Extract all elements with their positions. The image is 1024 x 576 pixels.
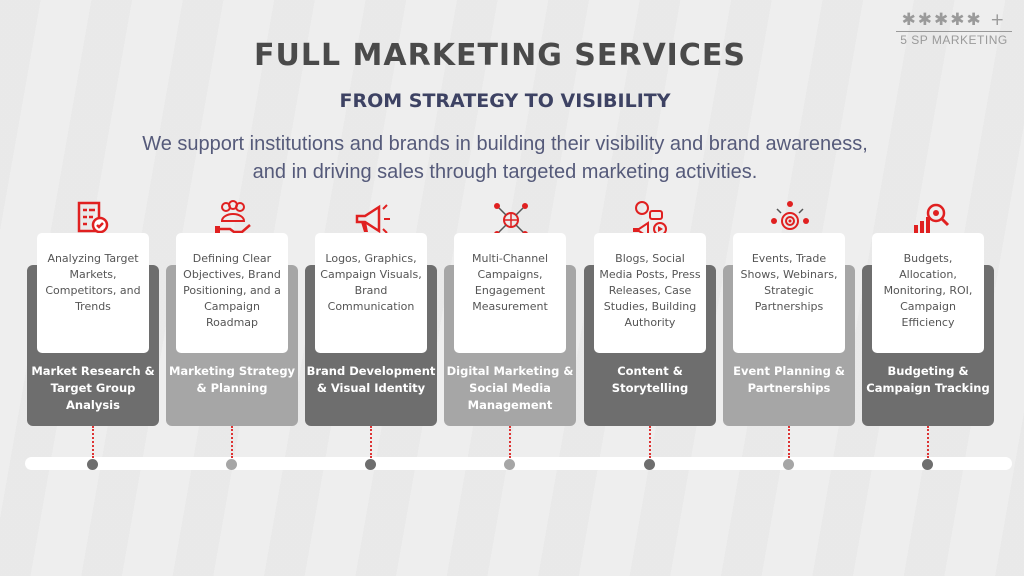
logo-stars: ✱✱✱✱✱ + [896,10,1012,32]
timeline-node [226,459,237,470]
service-label: Budgeting & Campaign Tracking [866,364,990,395]
service-label: Digital Marketing & Social Media Managem… [446,364,574,412]
service-label: Content & Storytelling [611,364,689,395]
service-description: Defining Clear Objectives, Brand Positio… [176,233,288,353]
connector-line [927,426,929,458]
logo: ✱✱✱✱✱ + 5 SP MARKETING [896,10,1012,47]
service-description: Analyzing Target Markets, Competitors, a… [37,233,149,353]
service-description: Multi-Channel Campaigns, Engagement Meas… [454,233,566,353]
service-column: Multi-Channel Campaigns, Engagement Meas… [444,195,576,475]
service-label: Market Research & Target Group Analysis [31,364,155,412]
description: We support institutions and brands in bu… [0,130,1010,186]
service-column: Defining Clear Objectives, Brand Positio… [166,195,298,475]
service-description: Blogs, Social Media Posts, Press Release… [594,233,706,353]
service-column: Blogs, Social Media Posts, Press Release… [584,195,716,475]
service-column: Analyzing Target Markets, Competitors, a… [27,195,159,475]
page-subtitle: FROM STRATEGY TO VISIBILITY [339,90,671,112]
connector-line [788,426,790,458]
connector-line [370,426,372,458]
timeline-node [365,459,376,470]
timeline-node [922,459,933,470]
service-description: Budgets, Allocation, Monitoring, ROI, Ca… [872,233,984,353]
service-label: Brand Development & Visual Identity [306,364,436,395]
timeline-node [783,459,794,470]
timeline-bar [25,457,1012,470]
connector-line [649,426,651,458]
timeline-node [87,459,98,470]
connector-line [231,426,233,458]
service-column: Logos, Graphics, Campaign Visuals, Brand… [305,195,437,475]
service-label: Event Planning & Partnerships [733,364,845,395]
connector-line [509,426,511,458]
logo-name: 5 SP MARKETING [900,33,1008,47]
timeline-node [504,459,515,470]
hand-group-icon [215,200,251,237]
page-title: FULL MARKETING SERVICES [254,38,746,73]
connector-line [92,426,94,458]
service-description: Events, Trade Shows, Webinars, Strategic… [733,233,845,353]
megaphone-icon [355,204,390,234]
service-label: Marketing Strategy & Planning [168,364,296,395]
service-column: Budgets, Allocation, Monitoring, ROI, Ca… [862,195,994,475]
service-description: Logos, Graphics, Campaign Visuals, Brand… [315,233,427,353]
service-column: Events, Trade Shows, Webinars, Strategic… [723,195,855,475]
description-line: We support institutions and brands in bu… [142,133,868,155]
checklist-search-icon [77,201,109,238]
timeline-node [644,459,655,470]
description-line: and in driving sales through targeted ma… [252,161,758,183]
